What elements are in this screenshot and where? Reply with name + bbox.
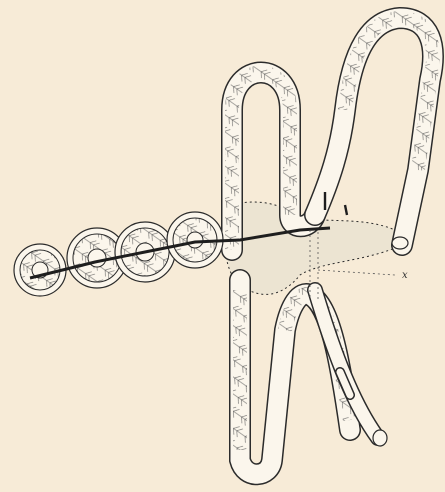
label-x: x (402, 270, 408, 281)
coil-group (14, 212, 223, 296)
tube-end (392, 237, 408, 249)
vessel-mark-right (345, 205, 347, 215)
artery-end (373, 430, 387, 446)
